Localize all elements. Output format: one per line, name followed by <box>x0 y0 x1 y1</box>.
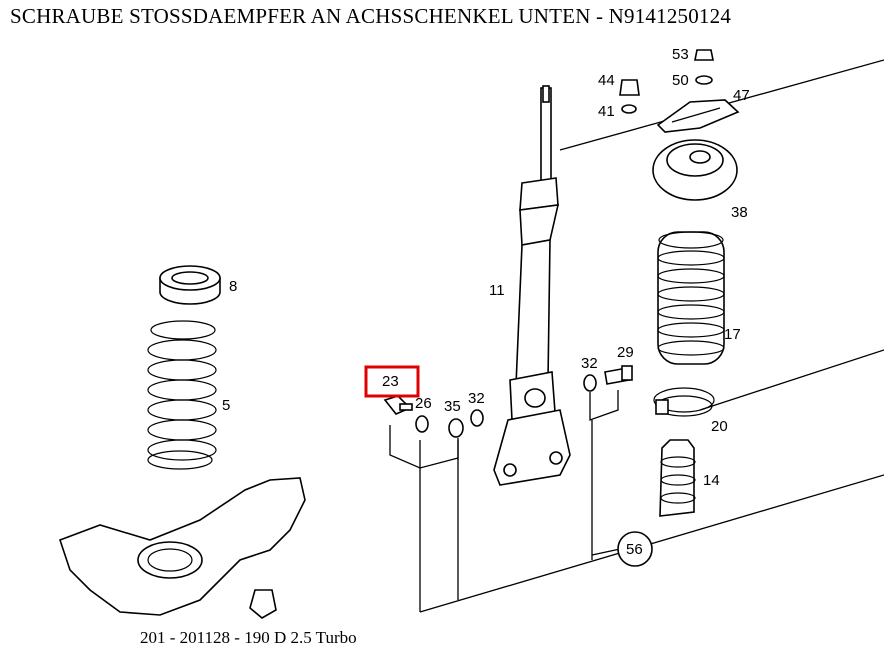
label-32-right[interactable]: 32 <box>581 355 598 372</box>
bump-stop <box>659 439 696 517</box>
label-26[interactable]: 26 <box>415 395 432 412</box>
label-17[interactable]: 17 <box>724 326 741 343</box>
label-8[interactable]: 8 <box>229 278 237 295</box>
label-14[interactable]: 14 <box>703 472 720 489</box>
label-29[interactable]: 29 <box>617 344 634 361</box>
callout-56-circle <box>617 531 653 567</box>
label-32-left[interactable]: 32 <box>468 390 485 407</box>
hose-clamp <box>653 387 715 417</box>
part-labels: 53 50 44 47 41 38 8 11 17 5 29 32 23 26 … <box>222 46 750 558</box>
label-44[interactable]: 44 <box>598 72 615 89</box>
shock-absorber <box>493 85 571 486</box>
label-35[interactable]: 35 <box>444 398 461 415</box>
top-mount <box>619 49 740 201</box>
label-20[interactable]: 20 <box>711 418 728 435</box>
vehicle-model-caption: 201 - 201128 - 190 D 2.5 Turbo <box>140 628 357 647</box>
label-38[interactable]: 38 <box>731 204 748 221</box>
spring-pad <box>159 265 221 305</box>
label-50[interactable]: 50 <box>672 72 689 89</box>
label-53[interactable]: 53 <box>672 46 689 63</box>
bump-bellows <box>657 231 725 365</box>
label-56[interactable]: 56 <box>626 541 643 558</box>
diagram-title: SCHRAUBE STOSSDAEMPFER AN ACHSSCHENKEL U… <box>10 4 732 28</box>
coil-spring <box>147 320 217 470</box>
highlight-box <box>364 365 420 398</box>
label-5[interactable]: 5 <box>222 397 230 414</box>
frame-lines <box>389 59 884 613</box>
label-23[interactable]: 23 <box>382 373 399 390</box>
control-arm <box>58 477 306 619</box>
label-41[interactable]: 41 <box>598 103 615 120</box>
label-11[interactable]: 11 <box>489 282 505 299</box>
fasteners <box>383 365 633 438</box>
label-47[interactable]: 47 <box>733 87 750 104</box>
